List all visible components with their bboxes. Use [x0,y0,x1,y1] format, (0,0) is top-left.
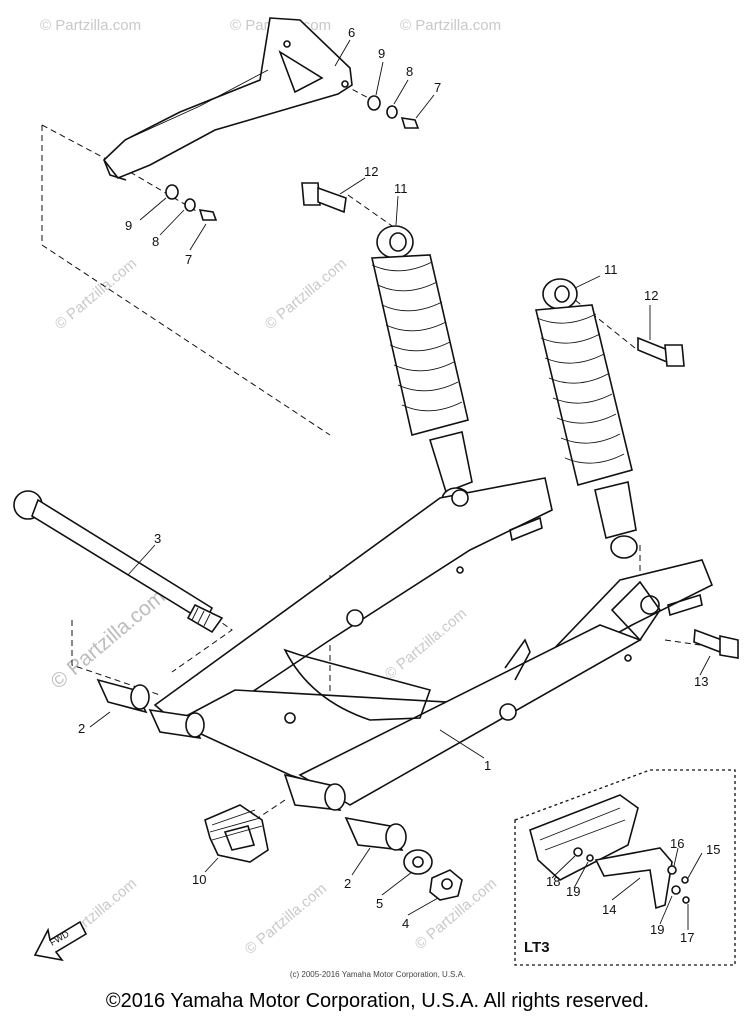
callout-6: 6 [348,25,355,40]
callout-13: 13 [694,674,708,689]
bushing-part-2 [96,678,407,851]
callout-19: 19 [566,884,580,899]
callout-12: 12 [644,288,658,303]
shock-absorber-part-11-left [371,225,473,513]
callout-15: 15 [706,842,720,857]
chain-guide-part-10 [204,804,269,863]
callout-7: 7 [434,80,441,95]
callout-3: 3 [154,531,161,546]
small-copyright: (c) 2005-2016 Yamaha Motor Corporation, … [289,970,466,979]
lt3-kit-inset: LT3 [514,769,736,966]
bolt-part-13 [693,628,739,659]
swing-arm-part-1 [153,477,714,806]
callout-5: 5 [376,896,383,911]
callout-12: 12 [364,164,378,179]
watermark: © Partzilla.com [262,255,350,333]
pivot-shaft-part-3 [13,490,224,634]
callout-16: 16 [670,836,684,851]
bolt-part-12-left [301,182,347,214]
callout-4: 4 [402,916,409,931]
bolt-part-12-right [637,336,685,367]
washer-nut-parts-4-5 [403,849,463,901]
callout-17: 17 [680,930,694,945]
kit-label: LT3 [524,939,550,956]
footer-copyright: ©2016 Yamaha Motor Corporation, U.S.A. A… [105,990,650,1012]
callout-9: 9 [378,46,385,61]
callout-2: 2 [78,721,85,736]
shock-absorber-part-11-right [535,278,638,559]
fwd-arrow: FWD [33,920,88,962]
watermark: © Partzilla.com [40,17,141,34]
callout-9: 9 [125,218,132,233]
callout-8: 8 [152,234,159,249]
callout-11: 11 [394,181,408,196]
watermark: © Partzilla.com [382,605,470,683]
watermark: © Partzilla.com [400,17,501,34]
callout-19: 19 [650,922,664,937]
callout-18: 18 [546,874,560,889]
callout-11: 11 [604,262,618,277]
callout-14: 14 [602,902,616,917]
callout-8: 8 [406,64,413,79]
fasteners-top [165,95,420,221]
leader-lines [89,39,711,930]
watermark: © Partzilla.com [242,880,330,958]
callout-10: 10 [192,872,206,887]
watermark: © Partzilla.com [52,255,140,333]
callouts: 6 9 8 7 9 8 7 12 11 11 12 3 2 1 13 2 5 4… [78,25,720,945]
callout-7: 7 [185,252,192,267]
bracket-part-6 [102,17,353,181]
callout-1: 1 [484,758,491,773]
callout-2: 2 [344,876,351,891]
